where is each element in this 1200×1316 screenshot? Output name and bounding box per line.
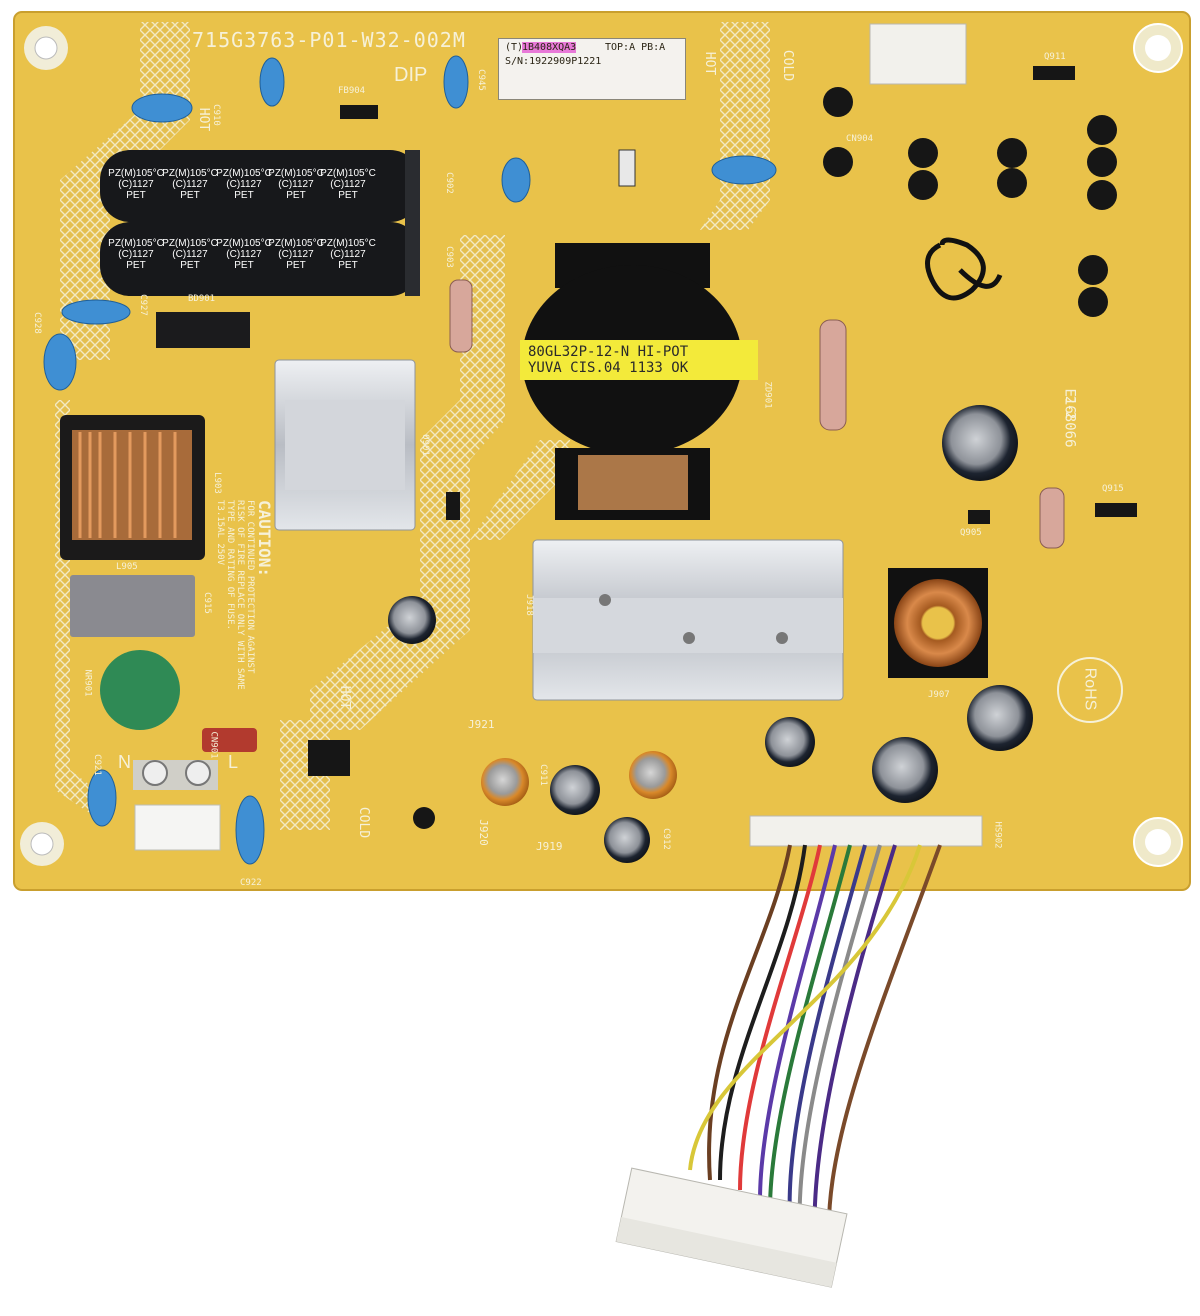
ref-cn902: HS902	[992, 821, 1003, 849]
common-mode-choke	[60, 415, 205, 560]
caution-line-3: TYPE AND RATING OF FUSE.	[225, 500, 235, 631]
resistor-icon	[449, 279, 1065, 549]
ref-j907: J907	[928, 690, 950, 700]
handwritten-mark	[925, 237, 1003, 301]
caution-line-2: RISK OF FIRE REPLACE ONLY WITH SAME	[235, 500, 245, 690]
cold-label-bottom: COLD	[356, 806, 372, 839]
ref-c945: C945	[475, 69, 486, 91]
hot-label-primary: HOT	[196, 107, 212, 132]
ref-j919: J919	[536, 840, 563, 853]
ref-cn901: CN901	[208, 731, 219, 759]
ref-c910: C910	[210, 104, 221, 126]
wire-harness	[688, 844, 942, 1251]
transformer	[522, 243, 742, 520]
label-prefix: (T)	[505, 42, 524, 53]
ref-bd901: BD901	[188, 294, 216, 304]
fuse	[202, 728, 257, 752]
serial-number: S/N:1922909P1221	[505, 56, 602, 67]
ref-fb901: Q905	[960, 528, 982, 538]
varistor	[100, 650, 180, 730]
ref-c921: C921	[91, 754, 102, 776]
top-connector	[869, 23, 967, 85]
ref-c912: C912	[660, 828, 671, 850]
bridge-rectifier	[156, 312, 250, 348]
rohs-mark	[1057, 657, 1123, 723]
caution-line-4: T3.15AL 250V	[215, 500, 225, 566]
connector-label-l: L	[228, 752, 239, 772]
hot-label-bottom: HOT	[337, 685, 353, 710]
ref-c915: C915	[201, 592, 212, 614]
board-part-number: 715G3763-P01-W32-002M	[192, 28, 466, 52]
ref-hs902: J918	[523, 594, 534, 616]
bulk-capacitor-bottom	[100, 222, 420, 296]
ref-hs901: Q901	[419, 434, 430, 456]
ref-fb902: Q915	[1102, 484, 1124, 494]
label-code: 1B408XQA3	[522, 42, 577, 53]
transistor-icon	[308, 87, 1117, 829]
ref-fb903: Q911	[1044, 52, 1066, 62]
transformer-label-line2: YUVA CIS.04 1133 OK	[528, 360, 689, 376]
label-top: TOP:A PB:A	[605, 42, 666, 53]
caution-line-1: FOR CONTINUED PROTECTION AGAINST	[245, 500, 255, 674]
cold-label-top: COLD	[780, 49, 796, 82]
rohs-label: RoHS	[1081, 667, 1099, 711]
hot-label-top: HOT	[702, 51, 718, 76]
ref-c911: C911	[537, 764, 548, 786]
harness-connector	[615, 1167, 848, 1288]
electrolytic-capacitor-icon	[388, 405, 1033, 863]
dip-marking: DIP	[394, 64, 428, 86]
heatsink-hs902	[532, 539, 844, 701]
toroid-inductor	[888, 568, 988, 678]
caution-block: CAUTION: FOR CONTINUED PROTECTION AGAINS…	[204, 500, 274, 740]
connector-label-n: N	[118, 752, 131, 772]
y-capacitor-icon	[43, 55, 777, 865]
transformer-label: 80GL32P-12-N HI-POT YUVA CIS.04 1133 OK	[520, 340, 758, 380]
ac-input-connector	[133, 760, 221, 851]
ref-fb904: FB904	[338, 86, 366, 96]
x-capacitor	[70, 575, 195, 637]
ref-c927: C927	[137, 294, 148, 316]
heatsink-hs901	[274, 359, 416, 531]
diode-icon	[340, 66, 1137, 524]
output-connector	[749, 815, 983, 847]
ref-nr901: NR901	[82, 669, 93, 697]
ref-j920: J920	[476, 819, 490, 846]
ref-c928: C928	[31, 312, 42, 334]
ref-j905: CN904	[846, 134, 874, 144]
ref-c903: C903	[443, 246, 454, 268]
caution-title: CAUTION:	[255, 500, 274, 578]
ref-c902: C902	[443, 172, 454, 194]
transformer-label-line1: 80GL32P-12-N HI-POT	[528, 344, 689, 360]
mounting-hole-icon	[20, 23, 1183, 867]
ref-c922: C922	[240, 878, 262, 888]
ref-j921: J921	[468, 718, 495, 731]
ref-l903: L903	[211, 472, 222, 494]
bulk-capacitor-top	[100, 150, 420, 222]
ref-t901: ZD901	[762, 381, 773, 409]
revision-label: 2-2	[1062, 395, 1078, 420]
ref-l905: L905	[116, 562, 138, 572]
